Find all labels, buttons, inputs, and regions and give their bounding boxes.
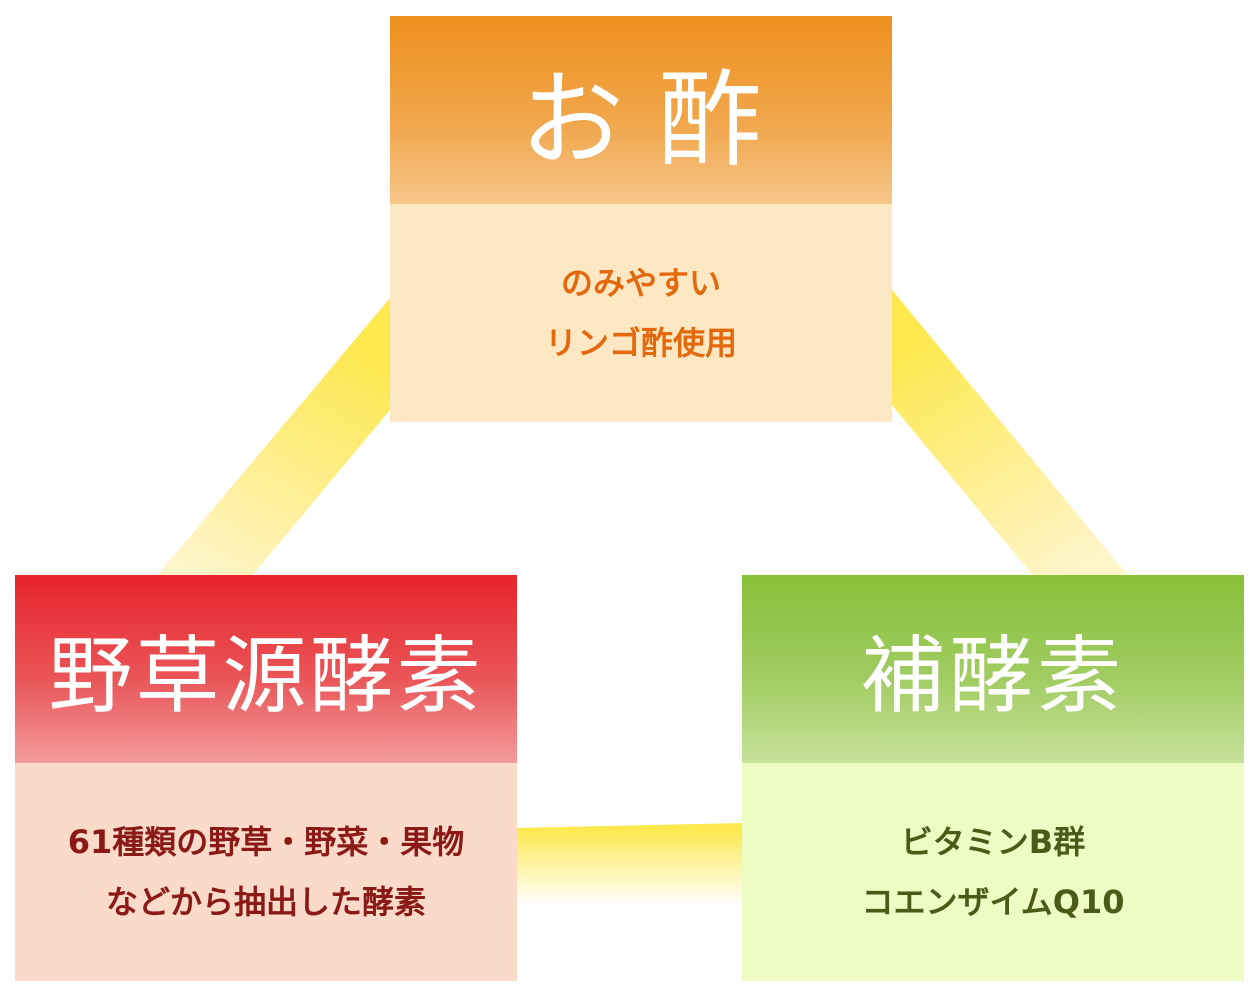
connector-wild-coenzyme xyxy=(515,823,742,903)
connector-vinegar-coenzyme xyxy=(892,290,1130,578)
node-vinegar-line-1: のみやすい xyxy=(560,264,721,302)
node-coenzyme-title: 補酵素 xyxy=(742,575,1244,763)
node-wild-enzyme: 野草源酵素 61種類の野草・野菜・果物 などから抽出した酵素 xyxy=(15,575,517,981)
node-vinegar-description: のみやすい リンゴ酢使用 xyxy=(390,204,892,422)
node-vinegar-title: お酢 xyxy=(390,16,892,204)
node-wild-enzyme-description: 61種類の野草・野菜・果物 などから抽出した酵素 xyxy=(15,763,517,981)
node-wild-enzyme-line-2: などから抽出した酵素 xyxy=(105,883,426,921)
node-vinegar: お酢 のみやすい リンゴ酢使用 xyxy=(390,16,892,422)
node-vinegar-line-2: リンゴ酢使用 xyxy=(544,324,737,362)
node-coenzyme: 補酵素 ビタミンB群 コエンザイムQ10 xyxy=(742,575,1244,981)
node-coenzyme-description: ビタミンB群 コエンザイムQ10 xyxy=(742,763,1244,981)
node-coenzyme-line-2: コエンザイムQ10 xyxy=(861,883,1125,921)
node-coenzyme-line-1: ビタミンB群 xyxy=(900,823,1086,861)
node-wild-enzyme-line-1: 61種類の野草・野菜・果物 xyxy=(67,823,465,861)
connector-vinegar-wild xyxy=(155,298,390,578)
node-wild-enzyme-title: 野草源酵素 xyxy=(15,575,517,763)
